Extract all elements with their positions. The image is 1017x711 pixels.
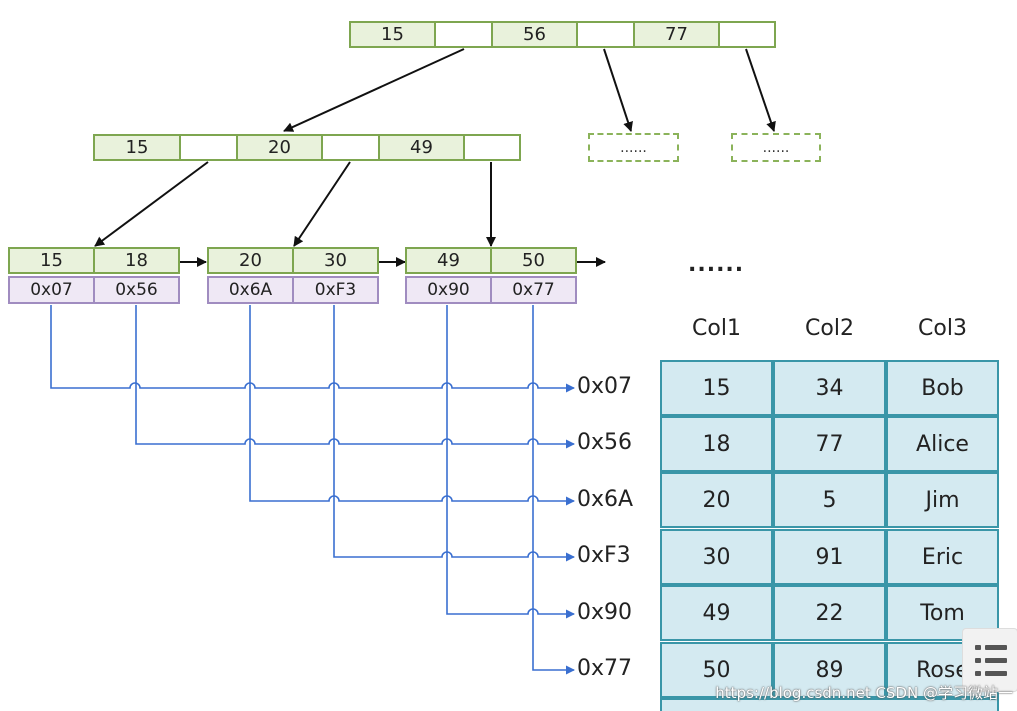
row-address-label: 0x56: [577, 430, 633, 455]
list-icon-bar: [985, 658, 1007, 663]
row-address-label: 0x6A: [577, 487, 634, 512]
internal-pointer: [463, 134, 521, 161]
list-icon[interactable]: [962, 628, 1017, 692]
tree-arrow: [745, 48, 776, 132]
table-cell: 77: [773, 416, 886, 472]
root-key: 56: [491, 21, 578, 48]
row-address-label: 0xF3: [577, 543, 631, 568]
leaf-key: 20: [207, 247, 294, 274]
leaf-address: 0xF3: [292, 276, 379, 304]
tree-arrow: [293, 161, 351, 247]
tree-arrow: [94, 161, 209, 247]
internal-pointer: [179, 134, 238, 161]
leaf-key: 15: [8, 247, 95, 274]
list-icon-bar: [975, 645, 981, 650]
leaf-key: 18: [93, 247, 180, 274]
tree-arrow: [603, 48, 633, 132]
leaf-ellipsis: ......: [688, 252, 745, 277]
table-cell: 20: [660, 472, 773, 528]
table-header: Col3: [918, 316, 967, 341]
list-icon-bar: [975, 671, 981, 676]
table-cell-partial: [660, 698, 999, 711]
table-header: Col2: [805, 316, 854, 341]
table-cell: 49: [660, 585, 773, 641]
root-key: 77: [633, 21, 720, 48]
leaf-address: 0x6A: [207, 276, 294, 304]
placeholder-node: ......: [588, 133, 679, 162]
row-address-label: 0x77: [577, 656, 633, 681]
table-cell: 50: [660, 642, 773, 698]
table-cell: Eric: [886, 529, 999, 585]
pointer-line: [532, 305, 575, 675]
table-cell: 15: [660, 360, 773, 416]
table-cell: 89: [773, 642, 886, 698]
root-key: 15: [349, 21, 436, 48]
root-pointer: [576, 21, 635, 48]
leaf-key: 49: [405, 247, 492, 274]
table-cell: 22: [773, 585, 886, 641]
leaf-key: 30: [292, 247, 379, 274]
tree-arrow: [283, 48, 465, 132]
internal-key: 15: [93, 134, 181, 161]
table-cell: Bob: [886, 360, 999, 416]
placeholder-node: ......: [731, 133, 821, 162]
row-address-label: 0x90: [577, 600, 633, 625]
table-header: Col1: [692, 316, 741, 341]
list-icon-bar: [985, 645, 1007, 650]
pointer-line: [135, 305, 575, 449]
watermark-text: https://blog.csdn.net CSDN @学习微站一: [715, 684, 1013, 702]
table-cell: Jim: [886, 472, 999, 528]
internal-key: 49: [378, 134, 465, 161]
pointer-line: [50, 305, 575, 393]
pointer-line: [333, 305, 575, 562]
table-cell: Alice: [886, 416, 999, 472]
table-cell: 34: [773, 360, 886, 416]
leaf-address: 0x77: [490, 276, 577, 304]
row-address-label: 0x07: [577, 374, 633, 399]
root-pointer: [718, 21, 776, 48]
table-cell: 18: [660, 416, 773, 472]
table-cell: 5: [773, 472, 886, 528]
table-cell: 91: [773, 529, 886, 585]
leaf-key: 50: [490, 247, 577, 274]
leaf-address: 0x07: [8, 276, 95, 304]
table-cell: 30: [660, 529, 773, 585]
leaf-address: 0x56: [93, 276, 180, 304]
internal-key: 20: [236, 134, 323, 161]
internal-pointer: [321, 134, 380, 161]
list-icon-bar: [985, 671, 1007, 676]
pointer-line: [446, 305, 575, 619]
list-icon-bar: [975, 658, 981, 663]
pointer-line: [249, 305, 575, 506]
leaf-address: 0x90: [405, 276, 492, 304]
root-pointer: [434, 21, 493, 48]
